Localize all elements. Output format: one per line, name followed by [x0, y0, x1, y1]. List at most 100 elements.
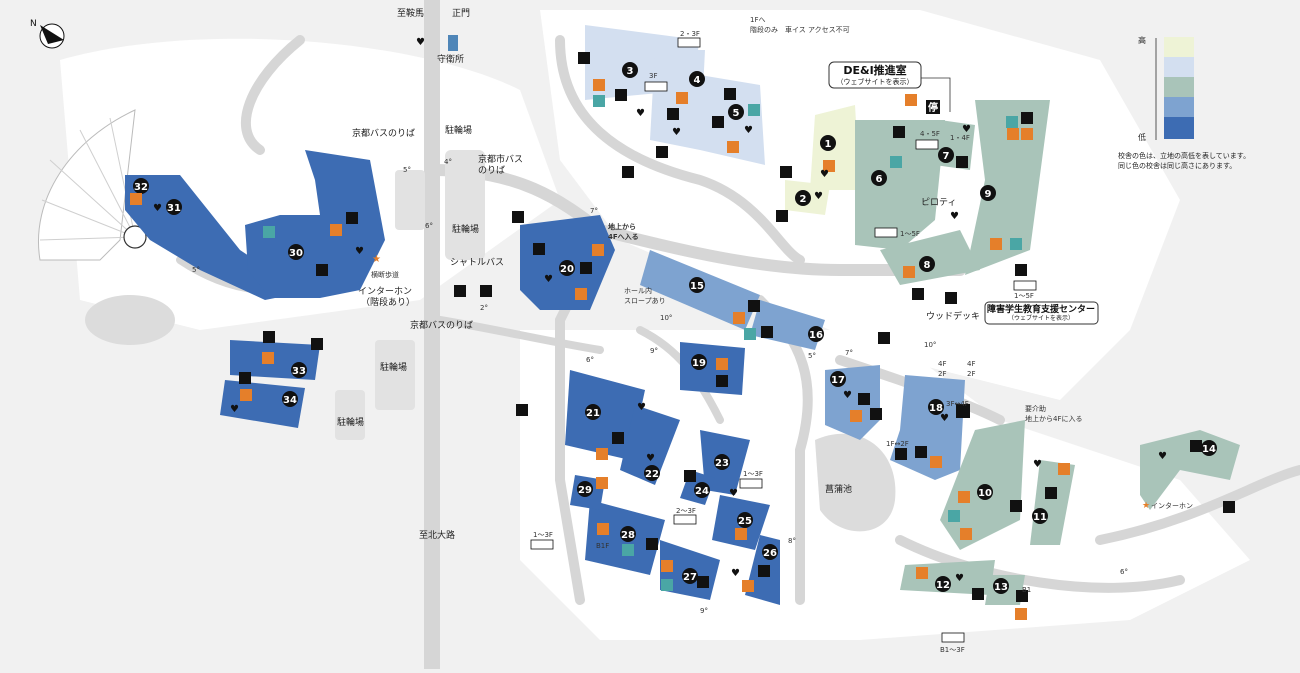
stairs-lift-icon[interactable]	[870, 408, 882, 420]
wheelchair-icon[interactable]	[1015, 264, 1027, 276]
building-22[interactable]	[620, 405, 680, 485]
dsc-title[interactable]: 障害学生教育支援センター	[987, 303, 1095, 315]
bus-stop-icon[interactable]	[926, 100, 940, 114]
elevator-icon[interactable]	[1045, 487, 1057, 499]
bus-icon[interactable]	[480, 285, 492, 297]
ostomate-icon[interactable]	[744, 328, 756, 340]
ostomate-icon[interactable]	[593, 95, 605, 107]
building-1[interactable]	[810, 105, 860, 190]
heart-icon[interactable]: ♥	[544, 274, 553, 285]
wheelchair-toilet-icon[interactable]	[130, 193, 142, 205]
elevator-icon[interactable]	[615, 89, 627, 101]
building-18[interactable]	[890, 375, 965, 480]
wheelchair-toilet-icon[interactable]	[716, 358, 728, 370]
ostomate-icon[interactable]	[263, 226, 275, 238]
wheelchair-toilet-icon[interactable]	[960, 528, 972, 540]
elevator-icon[interactable]	[533, 243, 545, 255]
heart-icon[interactable]: ♥	[843, 390, 852, 401]
dsc-sub[interactable]: （ウェブサイトを表示）	[1008, 314, 1074, 322]
parking-icon[interactable]	[516, 404, 528, 416]
elevator-icon[interactable]	[972, 588, 984, 600]
stairs-lift-icon[interactable]	[956, 404, 970, 418]
elevator-icon[interactable]	[748, 300, 760, 312]
wheelchair-toilet-icon[interactable]	[1021, 128, 1033, 140]
building-6[interactable]	[855, 120, 945, 250]
heart-icon[interactable]: ♥	[230, 404, 239, 415]
elevator-icon[interactable]	[667, 108, 679, 120]
wheelchair-toilet-icon[interactable]	[596, 448, 608, 460]
building-19[interactable]	[680, 342, 745, 395]
building-21[interactable]	[565, 370, 645, 460]
wheelchair-toilet-icon[interactable]	[1058, 463, 1070, 475]
elevator-icon[interactable]	[612, 432, 624, 444]
elevator-icon[interactable]	[1016, 590, 1028, 602]
ostomate-icon[interactable]	[948, 510, 960, 522]
ostomate-icon[interactable]	[748, 104, 760, 116]
stairs-lift-icon[interactable]	[895, 448, 907, 460]
wheelchair-toilet-icon[interactable]	[850, 410, 862, 422]
parking-icon[interactable]	[1223, 501, 1235, 513]
heart-icon[interactable]: ♥	[153, 203, 162, 214]
parking-icon[interactable]	[578, 52, 590, 64]
wheelchair-toilet-icon[interactable]	[930, 456, 942, 468]
heart-icon[interactable]: ♥	[962, 124, 971, 135]
wheelchair-toilet-icon[interactable]	[676, 92, 688, 104]
ostomate-icon[interactable]	[1010, 238, 1022, 250]
stairs-lift-icon[interactable]	[878, 332, 890, 344]
wheelchair-toilet-icon[interactable]	[990, 238, 1002, 250]
bus-icon[interactable]	[454, 285, 466, 297]
heart-icon[interactable]: ♥	[355, 246, 364, 257]
elevator-icon[interactable]	[956, 156, 968, 168]
ostomate-icon[interactable]	[661, 579, 673, 591]
heart-icon[interactable]: ♥	[646, 453, 655, 464]
elevator-icon[interactable]	[646, 538, 658, 550]
elevator-icon[interactable]	[716, 375, 728, 387]
wheelchair-toilet-icon[interactable]	[916, 567, 928, 579]
heart-icon[interactable]: ♥	[814, 191, 823, 202]
wheelchair-toilet-icon[interactable]	[593, 79, 605, 91]
wheelchair-toilet-icon[interactable]	[733, 312, 745, 324]
elevator-icon[interactable]	[684, 470, 696, 482]
wheelchair-toilet-icon[interactable]	[596, 477, 608, 489]
wheelchair-toilet-icon[interactable]	[262, 352, 274, 364]
wheelchair-toilet-icon[interactable]	[735, 528, 747, 540]
elevator-icon[interactable]	[1190, 440, 1202, 452]
wheelchair-icon[interactable]	[1010, 500, 1022, 512]
elevator-icon[interactable]	[712, 116, 724, 128]
heart-icon[interactable]: ♥	[1033, 459, 1042, 470]
wheelchair-toilet-icon[interactable]	[1007, 128, 1019, 140]
heart-icon[interactable]: ♥	[820, 169, 829, 180]
elevator-icon[interactable]	[697, 576, 709, 588]
ostomate-icon[interactable]	[1006, 116, 1018, 128]
elevator-icon[interactable]	[1021, 112, 1033, 124]
wheelchair-toilet-icon[interactable]	[823, 160, 835, 172]
elevator-icon[interactable]	[858, 393, 870, 405]
stairs-lift-icon[interactable]	[512, 211, 524, 223]
parking-icon[interactable]	[263, 331, 275, 343]
heart-icon[interactable]: ♥	[729, 488, 738, 499]
wheelchair-toilet-icon[interactable]	[903, 266, 915, 278]
heart-icon[interactable]: ♥	[637, 402, 646, 413]
heart-icon[interactable]: ♥	[940, 413, 949, 424]
wheelchair-toilet-icon[interactable]	[240, 389, 252, 401]
elevator-icon[interactable]	[761, 326, 773, 338]
stairs-lift-icon[interactable]	[912, 288, 924, 300]
heart-icon[interactable]: ♥	[955, 573, 964, 584]
wheelchair-toilet-icon[interactable]	[958, 491, 970, 503]
wheelchair-icon[interactable]	[316, 264, 328, 276]
dei-title[interactable]: DE&I推進室	[843, 63, 906, 77]
wheelchair-toilet-icon[interactable]	[575, 288, 587, 300]
elevator-icon[interactable]	[915, 446, 927, 458]
ostomate-icon[interactable]	[890, 156, 902, 168]
wheelchair-toilet-icon[interactable]	[661, 560, 673, 572]
heart-icon[interactable]: ♥	[950, 211, 959, 222]
building-30[interactable]	[245, 150, 385, 298]
heart-icon[interactable]: ♥	[731, 568, 740, 579]
heart-icon[interactable]: ♥	[744, 125, 753, 136]
heart-icon[interactable]: ♥	[1158, 451, 1167, 462]
dei-link[interactable]: DE&I推進室 （ウェブサイトを表示）	[828, 61, 951, 112]
dsc-link[interactable]: 障害学生教育支援センター （ウェブサイトを表示）	[984, 301, 1099, 325]
stairs-lift-icon[interactable]	[622, 166, 634, 178]
heart-icon[interactable]: ♥	[672, 127, 681, 138]
elevator-icon[interactable]	[346, 212, 358, 224]
